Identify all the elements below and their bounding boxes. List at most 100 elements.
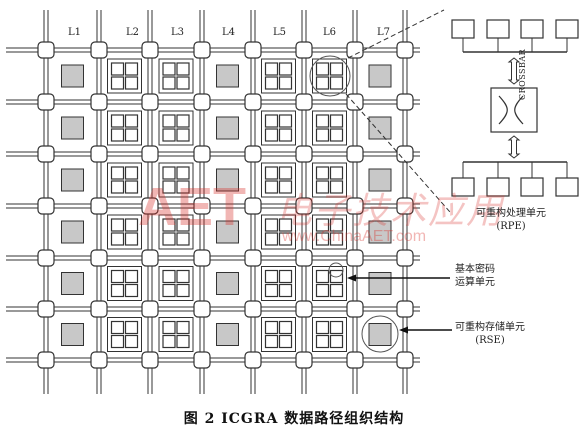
switch-node [37,41,55,59]
rpe-top-box-2 [486,19,510,39]
switch-node [37,249,55,267]
crypto-unit [315,232,330,246]
rse-cell [216,64,239,88]
switch-node [346,41,364,59]
figure-caption: 图 2 ICGRA 数据路径组织结构 [183,411,405,427]
crypto-unit [176,218,190,232]
crypto-unit [162,269,176,284]
crypto-unit [176,76,190,90]
column-label-7: L7 [377,27,391,38]
switch-node [346,249,364,267]
switch-node [346,300,364,318]
watermark-logo: AET [138,177,246,237]
crypto-unit [278,283,293,298]
rpe-annotation-name: 可重构处理单元 [476,208,546,219]
crypto-unit [329,218,344,232]
rse-cell [368,220,392,244]
crypto-unit [315,269,330,284]
crossbar-bottom-arrow [507,135,521,159]
crypto-unit [124,283,139,298]
watermark-url: www.ChinaAET.com [282,228,427,245]
crypto-unit [124,269,139,284]
crypto-unit [124,166,139,180]
crypto-unit [315,166,330,180]
rse-cell [216,272,239,295]
crypto-unit [124,320,139,335]
switch-node [37,145,55,163]
switch-node [396,41,414,59]
rse-cell [368,168,392,192]
crypto-unit [162,114,176,128]
rpe-highlight-circle [309,55,351,97]
rse-cell [368,64,392,88]
switch-node [90,249,108,267]
crypto-annotation-line1: 基本密码 [455,264,495,275]
rpe-top-box-3 [520,19,544,39]
switch-node [37,197,55,215]
rse-cell [61,64,84,88]
crypto-unit [176,62,190,76]
crypto-unit [264,114,279,128]
crypto-unit [329,283,344,298]
crypto-unit [162,62,176,76]
switch-node [244,41,262,59]
switch-node [295,249,313,267]
crypto-highlight-circle [328,262,344,278]
crypto-unit [110,128,125,142]
switch-node [37,93,55,111]
crypto-unit [278,128,293,142]
crossbar-label: CROSSBAR [518,48,527,100]
processing-cells [61,58,392,352]
crypto-unit [315,180,330,194]
crypto-unit [264,232,279,246]
crypto-unit [315,320,330,335]
crypto-unit [110,114,125,128]
rse-arrow-head [399,326,408,334]
crypto-unit [176,166,190,180]
crypto-unit [329,166,344,180]
crypto-unit [329,128,344,142]
rpe-top-box-1 [451,19,475,39]
rpe-detail [451,19,579,197]
crypto-unit [264,269,279,284]
column-label-6: L6 [323,27,337,38]
switch-node [141,351,159,369]
rse-cell [216,220,239,244]
crypto-unit [264,334,279,349]
switch-node [346,197,364,215]
crypto-unit [278,76,293,90]
crypto-unit [124,218,139,232]
crypto-unit [124,114,139,128]
switch-node [90,41,108,59]
crypto-unit [329,76,344,90]
switch-node [37,351,55,369]
switch-node [244,93,262,111]
switch-node [244,197,262,215]
crypto-annotation-line2: 运算单元 [455,277,495,288]
crypto-unit [110,283,125,298]
crypto-unit [264,180,279,194]
crypto-unit [278,114,293,128]
crypto-unit [315,283,330,298]
zoom-line-bottom [345,93,451,213]
zoom-dashed-lines [345,9,451,213]
crypto-unit [176,283,190,298]
switch-node [396,351,414,369]
switch-node [193,41,211,59]
switch-nodes [37,41,414,369]
crypto-unit [124,62,139,76]
crypto-unit [278,269,293,284]
rse-annotation-abbr: (RSE) [475,335,505,346]
switch-node [295,197,313,215]
column-label-4: L4 [222,27,236,38]
rse-cell [61,272,84,295]
crypto-unit [176,269,190,284]
switch-node [396,145,414,163]
rse-cell [61,168,84,192]
column-label-5: L5 [273,27,287,38]
switch-node [346,93,364,111]
crypto-unit [315,128,330,142]
rse-cell [61,220,84,244]
crypto-unit [329,232,344,246]
